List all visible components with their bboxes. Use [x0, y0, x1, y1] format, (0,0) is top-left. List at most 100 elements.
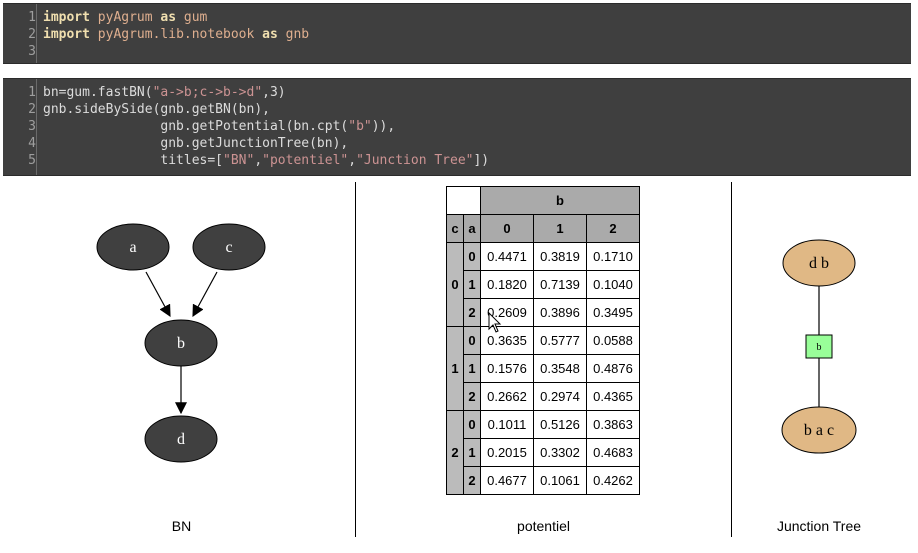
svg-text:d: d — [177, 431, 185, 448]
line-number: 2 — [3, 101, 36, 118]
code-cell-2[interactable]: 1 bn=gum.fastBN("a->b;c->b->d",3) 2 gnb.sid… — [3, 78, 911, 176]
svg-text:c: c — [225, 239, 232, 256]
bn-node-c: c — [192, 223, 266, 271]
line-number-text: 1 — [28, 85, 36, 100]
potential-title: potentiel — [517, 518, 570, 534]
parent-header: c — [446, 214, 464, 243]
code-line: 1 bn=gum.fastBN("a->b;c->b->d",3) — [3, 84, 911, 101]
code-line: 3 gnb.getPotential(bn.cpt("b")), — [3, 118, 911, 135]
line-number: 3 — [3, 118, 36, 135]
variable-header: b — [480, 186, 640, 215]
parent-a-value: 2 — [463, 298, 481, 327]
bn-node-a: a — [96, 223, 170, 271]
code-token: import — [43, 10, 90, 25]
code-line: 2 gnb.sideBySide(gnb.getBN(bn), — [3, 101, 911, 118]
svg-text:d b: d b — [809, 255, 829, 272]
code-line: 2 import pyAgrum.lib.notebook as gnb — [3, 26, 911, 43]
code-token: ]) — [473, 153, 490, 168]
code-text[interactable]: gnb.getPotential(bn.cpt("b")), — [43, 118, 395, 135]
svg-text:b: b — [177, 335, 185, 352]
svg-text:b a c: b a c — [804, 422, 834, 439]
code-text[interactable]: import pyAgrum.lib.notebook as gnb — [43, 26, 309, 43]
code-token: , — [348, 153, 357, 168]
probability-cell: 0.3819 — [533, 242, 587, 271]
probability-cell: 0.2015 — [480, 438, 534, 467]
code-line: 1 import pyAgrum as gum — [3, 9, 911, 26]
line-number: 1 — [3, 84, 36, 101]
code-token — [278, 27, 286, 42]
code-token: as — [160, 10, 177, 25]
line-number-text: 3 — [28, 44, 36, 59]
code-token: gnb.getJunctionTree(bn), — [43, 136, 349, 151]
probability-cell: 0.0588 — [586, 326, 640, 355]
line-number-gutter — [3, 79, 37, 175]
probability-cell: 0.1040 — [586, 270, 640, 299]
code-cell-1[interactable]: 1 import pyAgrum as gum 2 import pyAgrum.li… — [3, 3, 911, 64]
code-token: "b" — [348, 119, 372, 134]
code-text[interactable]: gnb.sideBySide(gnb.getBN(bn), — [43, 101, 270, 118]
probability-cell: 0.4471 — [480, 242, 534, 271]
probability-cell: 0.1576 — [480, 354, 534, 383]
bn-title: BN — [171, 518, 192, 534]
code-token: "a->b;c->b->d" — [152, 85, 263, 100]
parent-a-value: 1 — [463, 354, 481, 383]
line-number-text: 2 — [28, 102, 36, 117]
code-token: ,3) — [262, 85, 286, 100]
probability-cell: 0.1820 — [480, 270, 534, 299]
probability-cell: 0.3863 — [586, 410, 640, 439]
code-line: 5 titles=["BN","potentiel","Junction Tre… — [3, 152, 911, 169]
divider — [731, 182, 732, 537]
code-token: , — [254, 153, 263, 168]
probability-cell: 0.4262 — [586, 466, 640, 495]
probability-cell: 0.2662 — [480, 382, 534, 411]
parent-header: a — [463, 214, 481, 243]
parent-a-value: 2 — [463, 466, 481, 495]
probability-cell: 0.4876 — [586, 354, 640, 383]
parent-c-value: 0 — [446, 242, 464, 327]
code-line: 4 gnb.getJunctionTree(bn), — [3, 135, 911, 152]
probability-cell: 0.7139 — [533, 270, 587, 299]
parent-a-value: 0 — [463, 242, 481, 271]
junction-tree-title: Junction Tree — [776, 518, 862, 534]
line-number-text: 2 — [28, 27, 36, 42]
probability-cell: 0.3302 — [533, 438, 587, 467]
code-token — [176, 10, 184, 25]
code-token: as — [262, 27, 278, 42]
line-number-text: 5 — [28, 153, 36, 168]
probability-cell: 0.1011 — [480, 410, 534, 439]
probability-cell: 0.4365 — [586, 382, 640, 411]
probability-cell: 0.4677 — [480, 466, 534, 495]
code-text[interactable]: import pyAgrum as gum — [43, 9, 207, 26]
code-token: "BN" — [223, 153, 255, 168]
probability-cell: 0.5126 — [533, 410, 587, 439]
probability-cell: 0.2609 — [480, 298, 534, 327]
code-token: gum — [183, 10, 208, 25]
code-text[interactable]: titles=["BN","potentiel","Junction Tree"… — [43, 152, 489, 169]
code-token: "potentiel" — [262, 153, 349, 168]
parent-c-value: 2 — [446, 410, 464, 495]
line-number: 3 — [3, 43, 36, 60]
code-token: bn=gum.fastBN( — [43, 85, 153, 100]
code-token: titles=[ — [43, 153, 224, 168]
parent-a-value: 2 — [463, 382, 481, 411]
code-line: 3 — [3, 43, 911, 60]
svg-text:b: b — [817, 342, 822, 353]
parent-a-value: 0 — [463, 410, 481, 439]
line-number-text: 1 — [28, 10, 36, 25]
clique-node-db: d b — [782, 239, 856, 287]
line-number-gutter — [3, 4, 37, 63]
code-token: gnb.sideBySide(gnb.getBN(bn), — [43, 102, 270, 117]
state-header: 2 — [586, 214, 640, 243]
code-text[interactable]: bn=gum.fastBN("a->b;c->b->d",3) — [43, 84, 286, 101]
bn-node-b: b — [144, 319, 218, 367]
code-text[interactable]: gnb.getJunctionTree(bn), — [43, 135, 348, 152]
parent-c-value: 1 — [446, 326, 464, 411]
